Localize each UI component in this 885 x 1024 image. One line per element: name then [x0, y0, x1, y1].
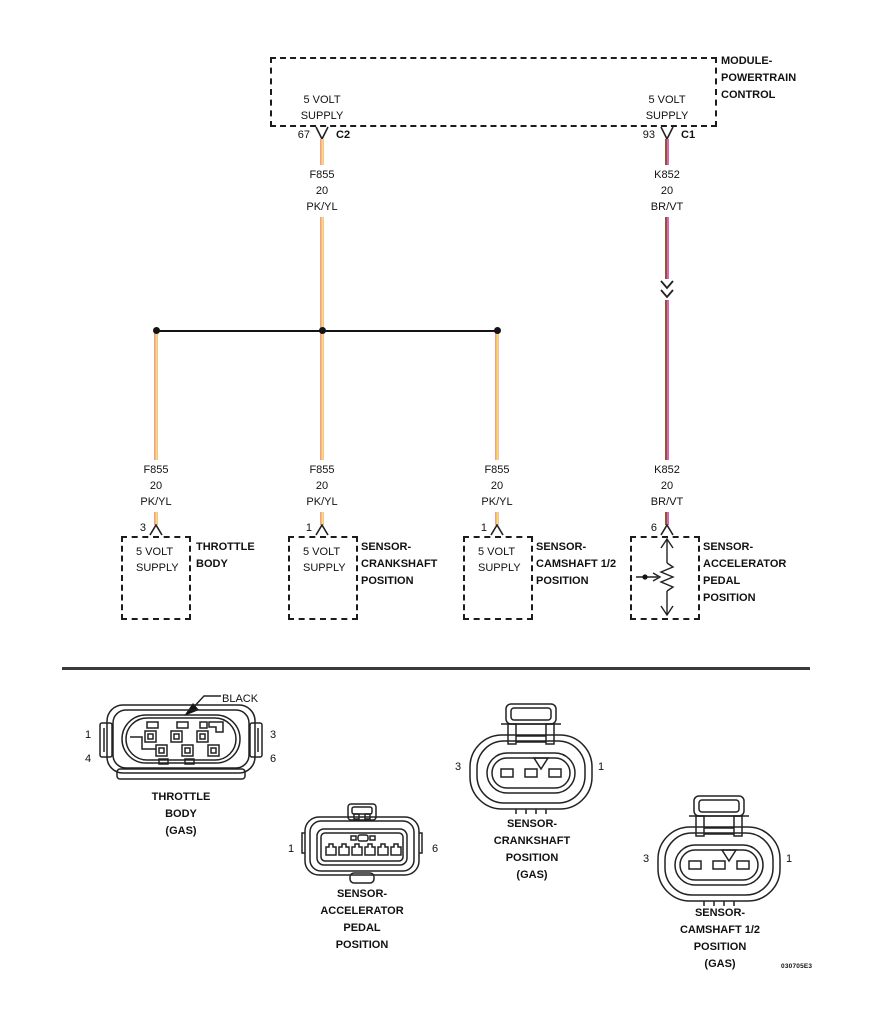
cm-pin-1: 1 [786, 853, 793, 865]
circuit-number: K852 [654, 169, 680, 181]
wire-f855-branch-crankshaft [320, 332, 324, 525]
pin-number-throttle: 3 [139, 522, 146, 534]
wire-gauge: 20 [315, 185, 329, 197]
function-label: 5 VOLT SUPPLY [303, 546, 346, 574]
crankshaft-sensor-box: 5 VOLT SUPPLY [288, 536, 358, 620]
pcm-module-name: MODULE- POWERTRAIN CONTROL [721, 55, 797, 101]
wire-label-f855-branch3: F855 20 PK/YL [475, 460, 519, 512]
wire-label-f855-branch1: F855 20 PK/YL [134, 460, 178, 512]
pin-caret-icon [490, 524, 504, 536]
splice-dot-left [153, 327, 160, 334]
pcm-connector-c2: C2 [336, 129, 351, 141]
pin-caret-icon [315, 524, 329, 536]
crankshaft-caption: SENSOR- CRANKSHAFT POSITION (GAS) [493, 818, 571, 881]
tb-pin-1: 1 [85, 729, 92, 741]
connector-fork-icon [660, 126, 674, 140]
wire-color: PK/YL [140, 496, 172, 508]
pcm-module-box [270, 57, 717, 127]
camshaft-sensor-box: 5 VOLT SUPPLY [463, 536, 533, 620]
wire-label-f855-trunk: F855 20 PK/YL [300, 165, 344, 217]
accelerator-connector-drawing [301, 803, 423, 884]
pcm-left-function-label: 5 VOLT SUPPLY [300, 94, 344, 122]
pcm-pin-number-93: 93 [642, 129, 655, 141]
wire-k852-trunk [665, 139, 669, 525]
splice-dot-right [494, 327, 501, 334]
potentiometer-icon [636, 537, 675, 617]
ap-pin-1: 1 [288, 843, 295, 855]
wire-label-k852-trunk: K852 20 BR/VT [644, 165, 690, 217]
splice-bus-line [156, 330, 497, 332]
wire-gauge: 20 [660, 185, 674, 197]
ck-pin-3: 3 [455, 761, 462, 773]
ck-pin-1: 1 [598, 761, 605, 773]
wire-gauge: 20 [490, 480, 504, 492]
wire-gauge: 20 [315, 480, 329, 492]
accelerator-sensor-box [630, 536, 700, 620]
inline-connector-icon [658, 279, 676, 300]
accelerator-caption: SENSOR- ACCELERATOR PEDAL POSITION [320, 888, 404, 951]
camshaft-connector-drawing [657, 795, 781, 906]
wire-f855-branch-throttle [154, 332, 158, 525]
camshaft-sensor-name: SENSOR- CAMSHAFT 1/2 POSITION [536, 541, 617, 587]
tb-pin-3: 3 [270, 729, 277, 741]
cm-pin-3: 3 [643, 853, 650, 865]
wire-color: BR/VT [650, 201, 684, 213]
throttle-body-caption: THROTTLE BODY (GAS) [151, 791, 211, 837]
tb-pin-4: 4 [85, 753, 92, 765]
wire-color: PK/YL [481, 496, 513, 508]
throttle-body-box: 5 VOLT SUPPLY [121, 536, 191, 620]
wire-label-k852-branch4: K852 20 BR/VT [644, 460, 690, 512]
function-label: 5 VOLT SUPPLY [478, 546, 521, 574]
pin-number-crankshaft: 1 [305, 522, 312, 534]
camshaft-caption: SENSOR- CAMSHAFT 1/2 POSITION (GAS) [679, 907, 761, 970]
section-divider [62, 667, 810, 670]
wire-f855-branch-camshaft [495, 332, 499, 525]
tb-pin-6: 6 [270, 753, 277, 765]
wire-color: PK/YL [306, 201, 338, 213]
throttle-body-name: THROTTLE BODY [196, 541, 255, 570]
wire-label-f855-branch2: F855 20 PK/YL [300, 460, 344, 512]
crankshaft-connector-drawing [469, 703, 593, 814]
circuit-number: F855 [484, 464, 510, 476]
crankshaft-sensor-name: SENSOR- CRANKSHAFT POSITION [361, 541, 438, 587]
wire-gauge: 20 [660, 480, 674, 492]
function-label: 5 VOLT SUPPLY [136, 546, 179, 574]
pin-number-camshaft: 1 [480, 522, 487, 534]
wire-f855-trunk [320, 139, 324, 332]
connector-color-note: BLACK [222, 693, 259, 705]
pin-number-accelerator: 6 [650, 522, 657, 534]
throttle-body-connector-drawing [99, 704, 263, 780]
pin-caret-icon [149, 524, 163, 536]
pcm-connector-c1: C1 [681, 129, 696, 141]
connector-fork-icon [315, 126, 329, 140]
circuit-number: F855 [309, 464, 335, 476]
circuit-number: K852 [654, 464, 680, 476]
pcm-right-function-label: 5 VOLT SUPPLY [645, 94, 689, 122]
wire-color: PK/YL [306, 496, 338, 508]
splice-dot-center [319, 327, 326, 334]
wire-color: BR/VT [650, 496, 684, 508]
circuit-number: F855 [143, 464, 169, 476]
accelerator-sensor-name: SENSOR- ACCELERATOR PEDAL POSITION [703, 541, 787, 604]
wire-gauge: 20 [149, 480, 163, 492]
pcm-pin-number-67: 67 [297, 129, 310, 141]
diagram-code: 030705E3 [781, 963, 813, 970]
circuit-number: F855 [309, 169, 335, 181]
pin-caret-icon [660, 524, 674, 536]
ap-pin-6: 6 [432, 843, 439, 855]
